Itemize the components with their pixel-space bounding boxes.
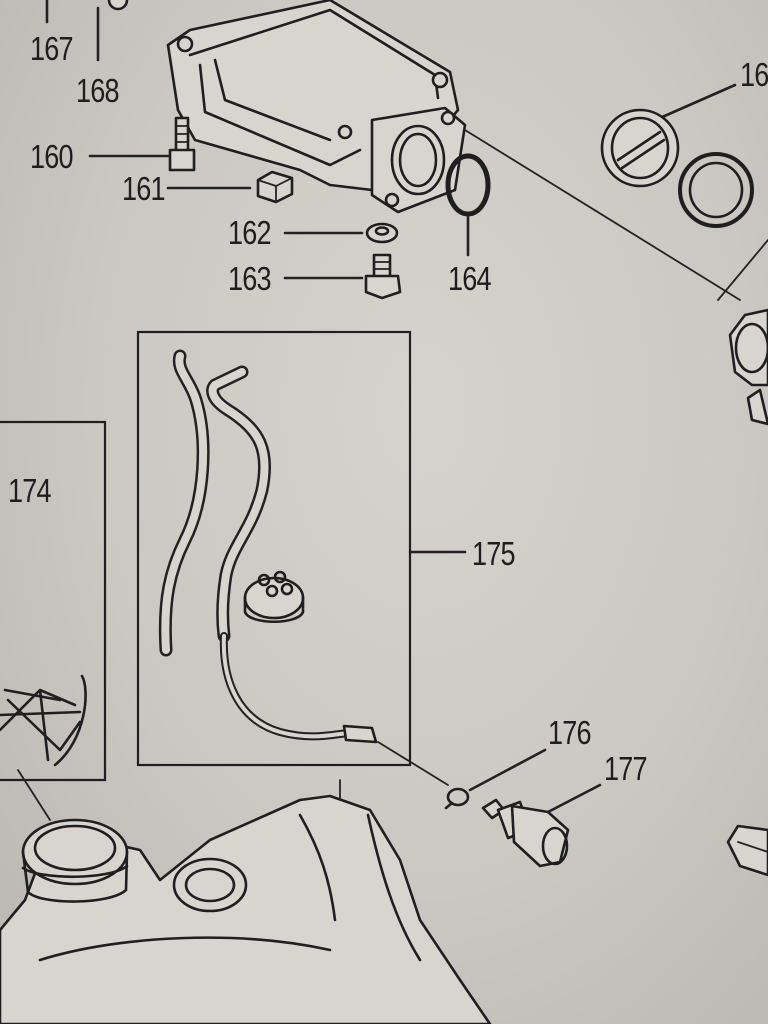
callout-175: 175 (472, 535, 516, 572)
drain-bolt-163 (283, 253, 402, 300)
callout-174: 174 (8, 472, 52, 509)
kit-frame-175 (136, 330, 467, 767)
callout-16x: 16 (740, 56, 768, 93)
valve-177 (481, 783, 602, 868)
callout-168: 168 (76, 72, 120, 109)
bolt-160 (88, 116, 196, 172)
callout-162: 162 (228, 214, 272, 251)
assembly-guideline (464, 129, 741, 301)
cap-part-16x (600, 83, 768, 426)
callout-164: 164 (448, 260, 492, 297)
block-161 (166, 170, 294, 204)
callout-167: 167 (30, 30, 74, 67)
callout-160: 160 (30, 138, 74, 175)
callout-177: 177 (604, 750, 648, 787)
callout-161: 161 (122, 170, 166, 207)
clip-176 (377, 741, 547, 810)
leader-167-168 (45, 0, 129, 62)
housing-part (166, 0, 467, 214)
edge-part-right (726, 824, 768, 877)
washer-162 (283, 222, 399, 244)
kit-frame-174 (0, 420, 107, 782)
callout-163: 163 (228, 260, 272, 297)
fuel-tank-part (0, 769, 492, 1024)
callout-176: 176 (548, 714, 592, 751)
